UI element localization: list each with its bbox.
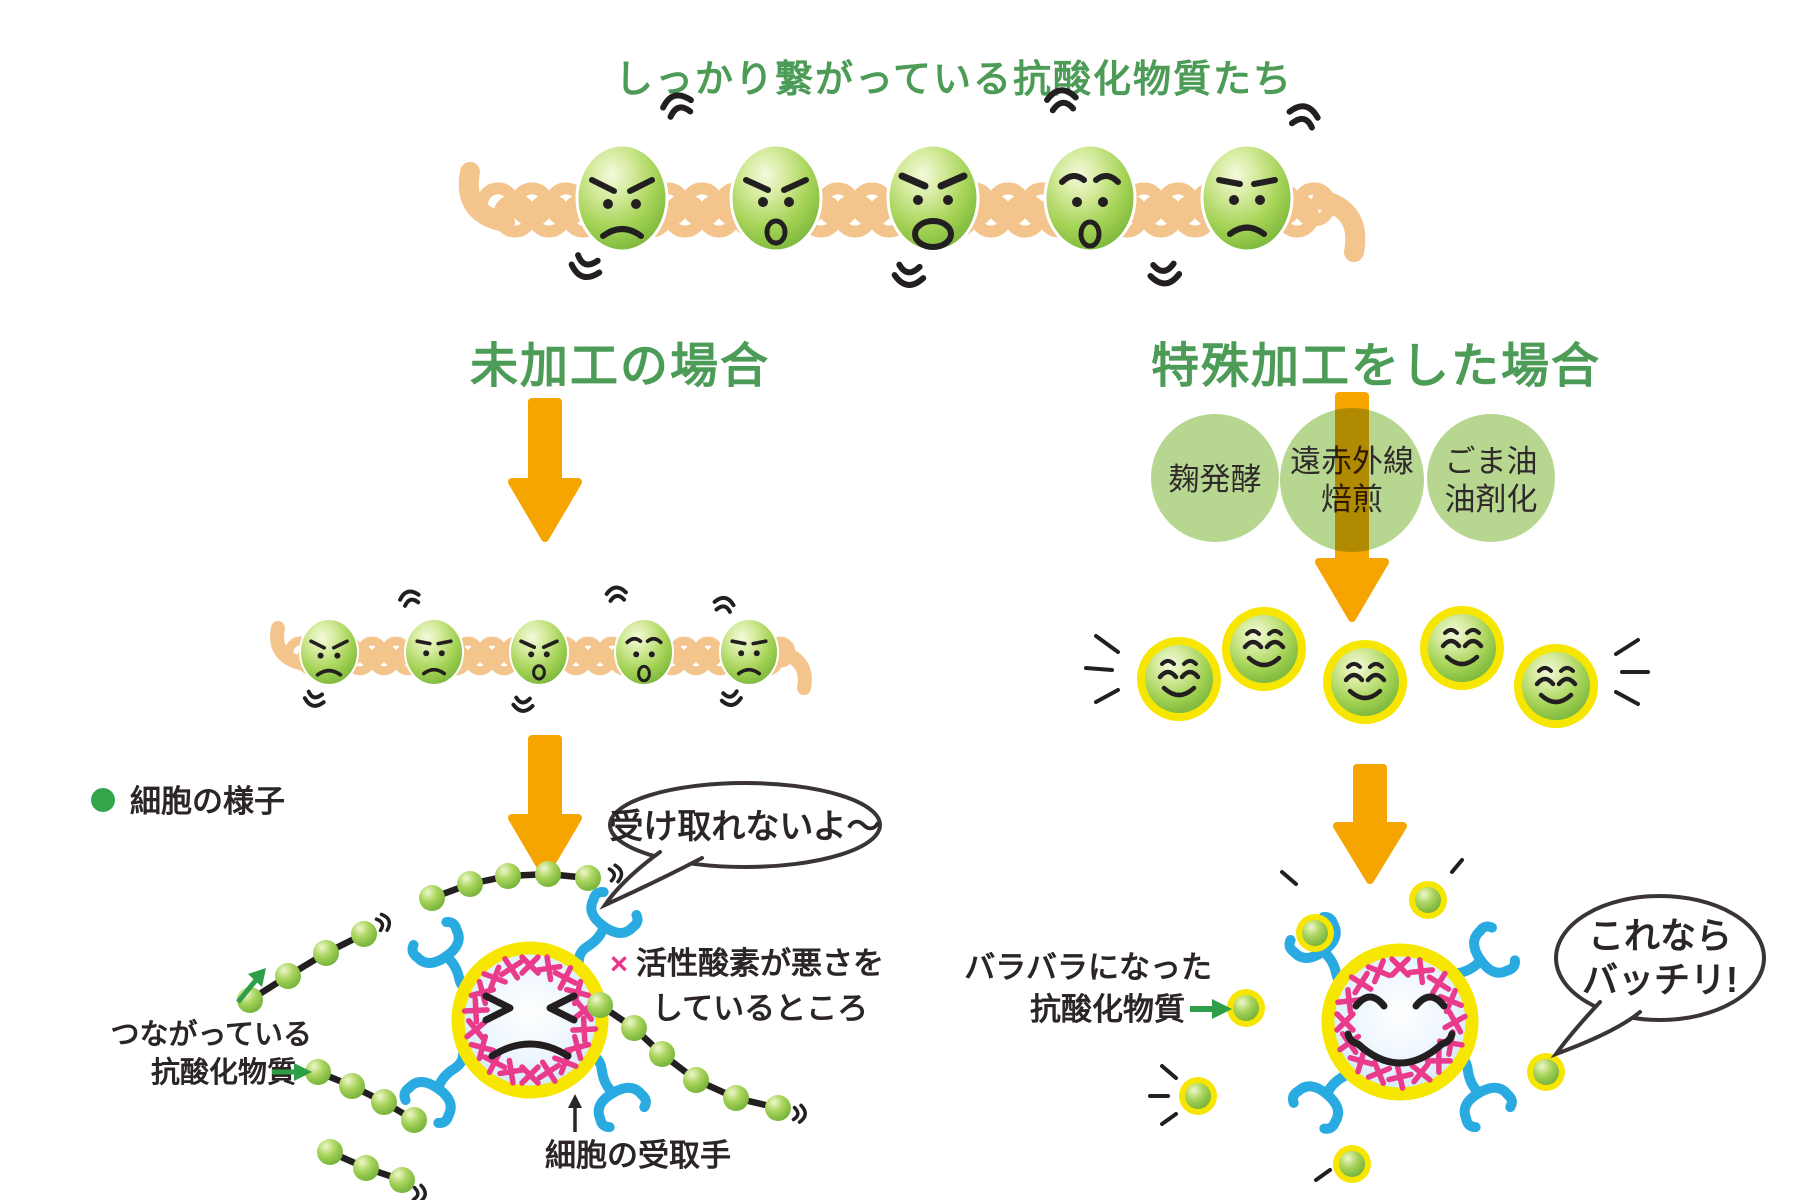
bubble-text: これなら <box>1588 915 1732 956</box>
rope-end-curl <box>1312 190 1366 262</box>
antioxidant-ball-small <box>404 618 464 686</box>
antioxidant-ball-angry <box>729 143 823 253</box>
label-separated-antioxidants: バラバラになった 抗酸化物質 <box>964 950 1232 1027</box>
freed-ball <box>1527 1053 1565 1091</box>
rope-end-curl <box>768 643 812 695</box>
antioxidant-ball-small <box>299 618 359 686</box>
antioxidant-ball-small <box>509 618 569 686</box>
antioxidant-ball-shouting <box>886 143 980 253</box>
page-title: しっかり繋がっている抗酸化物質たち <box>615 59 1293 101</box>
antioxidant-ball-small <box>719 618 779 686</box>
freed-happy-ball <box>1323 640 1407 724</box>
speech-bubble-cant-receive: 受け取れないよ〜 <box>599 781 882 910</box>
freed-ball <box>1227 989 1265 1027</box>
antioxidant-ball-worried <box>1043 143 1137 253</box>
process-label: 麹発酵 <box>1169 462 1262 497</box>
sparkle-dashes <box>1084 634 1650 706</box>
antioxidant-ball-small <box>614 618 674 686</box>
process-circle-koji <box>1151 414 1279 542</box>
process-label: ごま油 <box>1445 444 1538 479</box>
sparkle-dashes <box>1148 858 1464 1182</box>
freed-ball <box>1296 914 1334 952</box>
process-label: 油剤化 <box>1445 482 1538 517</box>
speech-bubble-perfect: これなら バッチリ! <box>1550 894 1766 1059</box>
down-arrow <box>1333 764 1407 884</box>
green-arrow-up-right <box>236 968 266 1004</box>
label-line: つながっている <box>110 1017 312 1051</box>
label-line: 細胞の受取手 <box>545 1138 731 1173</box>
top-antioxidant-chain <box>458 89 1366 286</box>
down-arrow <box>508 735 582 878</box>
freed-ball <box>1409 881 1447 919</box>
legend-label: 細胞の様子 <box>130 784 285 819</box>
down-arrow <box>1315 392 1389 622</box>
label-connected-antioxidants: つながっている 抗酸化物質 <box>110 968 312 1089</box>
heading-unprocessed: 未加工の場合 <box>470 340 770 393</box>
antioxidant-ball-angry <box>575 143 669 253</box>
label-active-oxygen: × 活性酸素が悪さを しているところ <box>610 946 884 1026</box>
process-circle-sesame <box>1427 414 1555 542</box>
happy-cell-face <box>1344 993 1456 1067</box>
freed-ball-row <box>1084 606 1650 728</box>
heading-special-processed: 特殊加工をした場合 <box>1151 340 1601 393</box>
label-cell-receptor: 細胞の受取手 <box>545 1094 731 1173</box>
down-arrow <box>508 398 582 542</box>
antioxidant-ball-displeased <box>1200 143 1294 253</box>
cell-scene-blocked: 受け取れないよ〜 つながっている 抗酸化物質 × 活性酸素が悪さを しているとこ… <box>110 781 884 1200</box>
connected-chain <box>587 992 808 1125</box>
green-arrow-right <box>272 1063 312 1081</box>
legend-cell-state: 細胞の様子 <box>91 784 285 819</box>
cell-scene-receiving: バラバラになった 抗酸化物質 これなら バッチリ! <box>964 858 1766 1183</box>
freed-happy-ball <box>1514 644 1598 728</box>
connected-chain <box>419 861 625 911</box>
connected-chain <box>317 1139 428 1200</box>
freed-happy-ball <box>1420 606 1504 690</box>
rope-end-curl <box>270 621 312 671</box>
label-line: 抗酸化物質 <box>1030 992 1185 1027</box>
ros-x-ring <box>461 954 599 1086</box>
sad-cell-face <box>482 992 578 1060</box>
ros-x-mark: × <box>610 946 628 981</box>
up-arrow <box>568 1094 582 1132</box>
freed-happy-ball <box>1222 607 1306 691</box>
freed-ball <box>1179 1077 1217 1115</box>
bubble-text: バッチリ! <box>1582 959 1738 1000</box>
label-line: 活性酸素が悪さを <box>636 946 884 981</box>
freed-ball <box>1333 1145 1371 1183</box>
bubble-text: 受け取れないよ〜 <box>609 808 880 846</box>
label-line: しているところ <box>652 991 868 1026</box>
small-antioxidant-chain <box>270 587 812 712</box>
legend-bullet <box>91 788 115 812</box>
label-line: 抗酸化物質 <box>151 1055 296 1089</box>
rope-end-curl <box>458 162 515 232</box>
green-arrow-right <box>1190 999 1232 1019</box>
connected-chain <box>305 1059 427 1133</box>
sad-cell-body <box>451 941 609 1099</box>
label-line: バラバラになった <box>964 950 1212 985</box>
freed-happy-ball <box>1137 637 1221 721</box>
